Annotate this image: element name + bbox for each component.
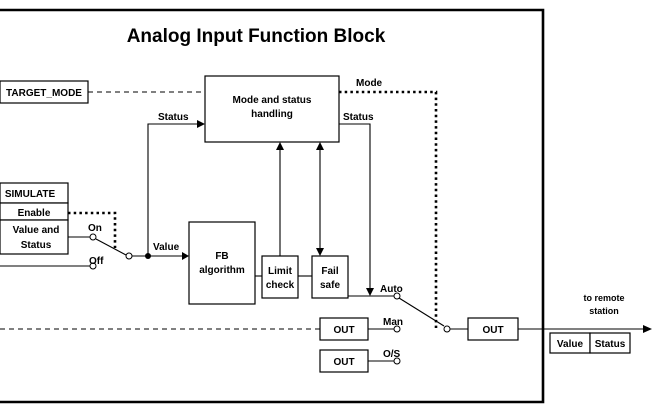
man-contact xyxy=(393,325,401,333)
limit-label-line1: Limit xyxy=(268,266,293,277)
value-and-status-line1: Value and xyxy=(13,225,60,236)
diagram-title: Analog Input Function Block xyxy=(127,26,386,47)
fb-algorithm-box xyxy=(188,221,256,305)
fail-mode-arrowhead-down xyxy=(316,248,324,256)
off-contact xyxy=(89,262,97,270)
auto-contact xyxy=(393,292,401,300)
out-os-label: OUT xyxy=(333,357,354,368)
fail-label-line1: Fail xyxy=(321,266,338,277)
enable-dotted-link xyxy=(68,211,117,248)
remote-station-line2: station xyxy=(589,306,619,316)
os-contact xyxy=(393,357,401,365)
limit-label-line2: check xyxy=(266,280,295,291)
status-out-label: Status xyxy=(343,112,374,123)
fail-safe-box xyxy=(311,255,349,299)
simulate-switch-pivot xyxy=(125,252,133,260)
status-in-line xyxy=(147,123,198,256)
mode-status-handling-box xyxy=(204,75,340,143)
remote-station-line1: to remote xyxy=(583,293,624,303)
fail-mode-arrowhead-up xyxy=(316,142,324,150)
man-label: Man xyxy=(383,317,403,328)
function-block-frame xyxy=(0,8,545,404)
status-in-label: Status xyxy=(158,112,189,123)
mode-dotted-path xyxy=(339,90,438,328)
out-man-label: OUT xyxy=(333,325,354,336)
mode-switch-pivot xyxy=(443,325,451,333)
output-status-cell xyxy=(589,332,631,354)
target-mode-label: TARGET_MODE xyxy=(6,88,82,99)
value-arrowhead xyxy=(182,252,189,260)
value-junction-dot xyxy=(145,253,151,259)
out-main-label: OUT xyxy=(482,325,503,336)
value-label: Value xyxy=(153,242,180,253)
status-out-arrowhead xyxy=(366,288,374,296)
status-in-arrowhead xyxy=(197,120,205,128)
off-label: Off xyxy=(89,256,104,267)
auto-label: Auto xyxy=(380,284,403,295)
output-status-label: Status xyxy=(595,339,626,350)
value-and-status-box xyxy=(0,219,69,255)
fb-label-line1: FB xyxy=(215,251,228,262)
output-value-label: Value xyxy=(557,339,584,350)
mode-status-label-line1: Mode and status xyxy=(233,95,312,106)
limit-to-mode-arrowhead xyxy=(276,142,284,150)
fail-label-line2: safe xyxy=(320,280,340,291)
enable-label: Enable xyxy=(18,208,51,219)
simulate-label: SIMULATE xyxy=(5,189,56,200)
status-out-line xyxy=(339,123,371,291)
fb-label-line2: algorithm xyxy=(199,265,245,276)
simulate-switch-lever xyxy=(95,238,127,256)
on-contact xyxy=(89,233,97,241)
os-label: O/S xyxy=(383,349,401,360)
limit-check-box xyxy=(261,255,299,299)
value-and-status-line2: Status xyxy=(21,240,52,251)
output-arrowhead xyxy=(643,325,652,333)
mode-status-label-line2: handling xyxy=(251,109,293,120)
mode-switch-lever xyxy=(398,297,445,327)
on-label: On xyxy=(88,223,102,234)
mode-label: Mode xyxy=(356,78,383,89)
